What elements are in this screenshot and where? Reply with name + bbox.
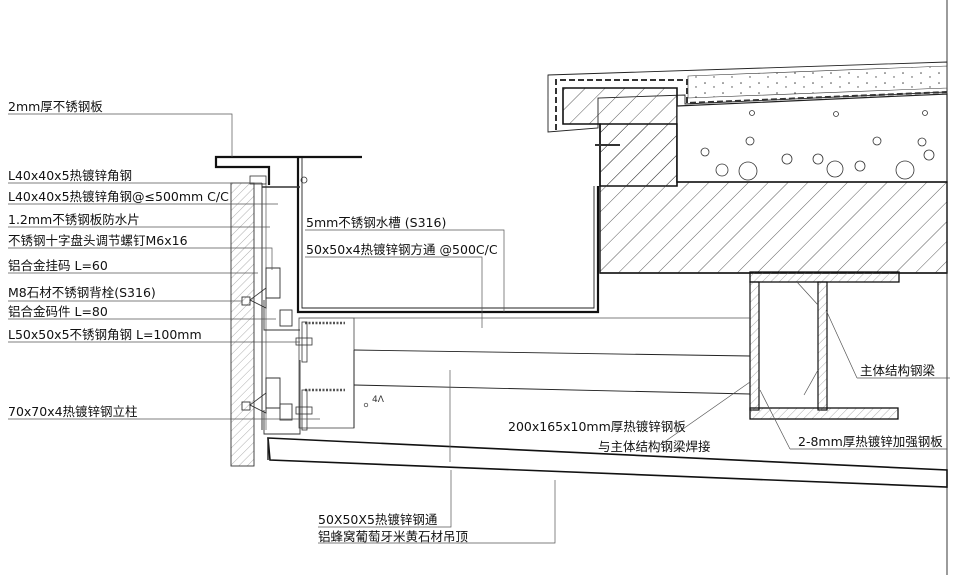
label-angle-l40-spacing: L40x40x5热镀锌角钢@≤500mm C/C [8, 189, 229, 204]
label-waterproof-flashing: 1.2mm不锈钢板防水片 [8, 212, 140, 227]
label-main-beam: 主体结构钢梁 [860, 363, 936, 378]
label-square-tube: 50x50x4热镀锌钢方通 @500C/C [306, 242, 498, 257]
stone-cladding [230, 175, 948, 488]
label-angle-l40: L40x40x5热镀锌角钢 [8, 168, 132, 183]
label-stainless-plate-2mm: 2mm厚不锈钢板 [8, 99, 103, 114]
label-steel-plate-line2: 与主体结构钢梁焊接 [598, 439, 711, 454]
label-stiffener: 2-8mm厚热镀锌加强钢板 [798, 434, 943, 449]
main-steel-beam [749, 271, 900, 420]
concrete-slab [547, 61, 948, 274]
label-angle-l50: L50x50x5不锈钢角钢 L=100mm [8, 327, 202, 342]
label-gutter: 5mm不锈钢水槽 (S316) [306, 215, 446, 230]
label-adjust-screw: 不锈钢十字盘头调节螺钉M6x16 [8, 233, 188, 248]
label-tube-50x50x5: 50X50X5热镀锌钢通 [318, 512, 438, 527]
label-steel-plate-line1: 200x165x10mm厚热镀锌钢板 [508, 419, 686, 434]
label-back-bolt: M8石材不锈钢背栓(S316) [8, 285, 156, 300]
label-alu-bracket: 铝合金码件 L=80 [8, 304, 108, 319]
label-ceiling: 铝蜂窝葡萄牙米黄石材吊顶 [318, 529, 469, 544]
steel-supports: 4Λ [295, 317, 751, 431]
stainless-gutter [214, 155, 600, 314]
leader-lines [8, 113, 950, 544]
label-steel-column: 70x70x4热镀锌钢立柱 [8, 404, 138, 419]
label-alu-hanger: 铝合金挂码 L=60 [8, 258, 108, 273]
weld-symbol: 4Λ [372, 395, 385, 405]
